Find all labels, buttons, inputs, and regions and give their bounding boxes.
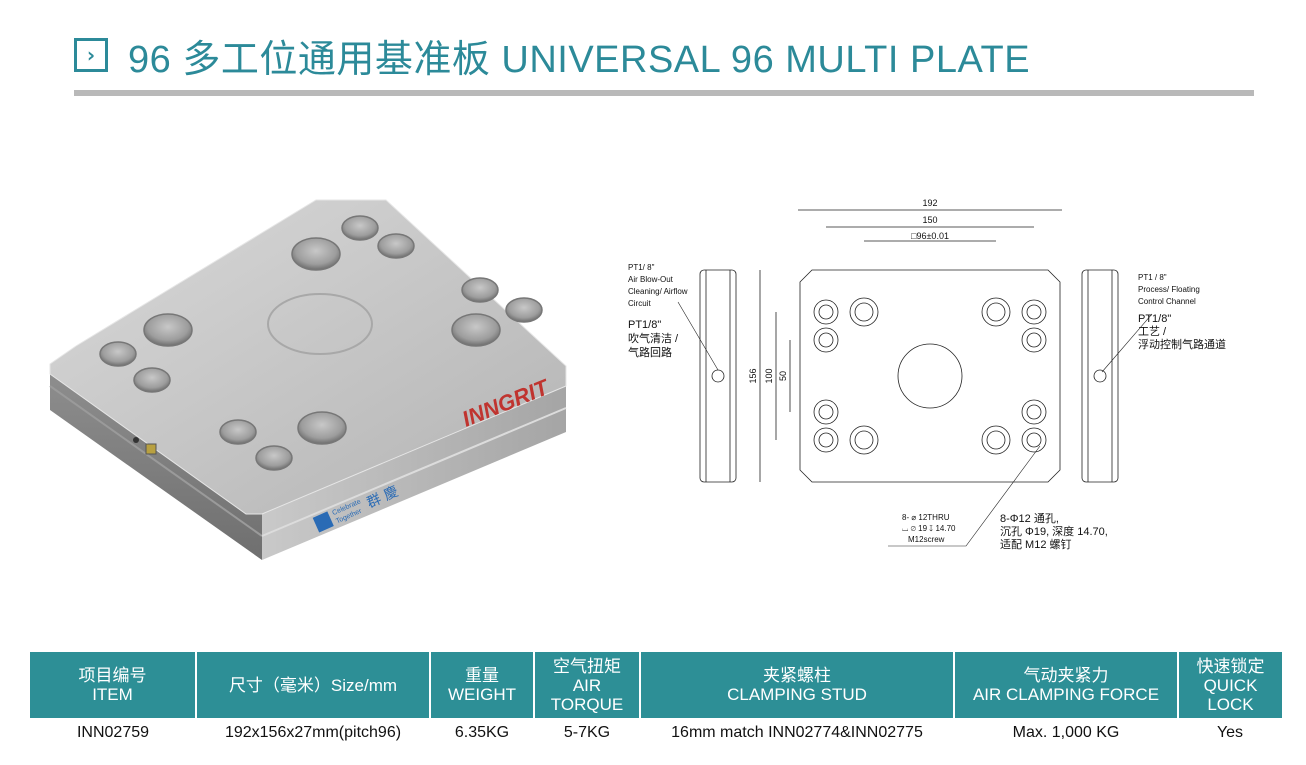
hole-pattern xyxy=(813,297,1047,455)
right-note-cn-3: 浮动控制气路通道 xyxy=(1138,337,1226,351)
cell-air-torque: 5-7KG xyxy=(563,724,611,741)
left-note-3: Cleaning/ Airflow xyxy=(628,287,688,296)
counterbore-holes xyxy=(99,215,543,471)
header-divider xyxy=(74,90,1254,96)
dim-100: 100 xyxy=(764,368,774,383)
cell-item: INN02759 xyxy=(76,724,150,741)
hole-en-3: M12screw xyxy=(908,535,945,544)
product-photo: INNGRIT Celebrate Together 群 慶 xyxy=(49,199,567,560)
right-note-cn-1: PT1/8" xyxy=(1138,313,1171,325)
cell-quick-lock: Yes xyxy=(1216,724,1244,741)
left-note-1: PT1/ 8" xyxy=(628,263,655,272)
page-title: 96 多工位通用基准板 UNIVERSAL 96 MULTI PLATE xyxy=(128,38,1031,81)
left-note-cn-2: 吹气清洁 / xyxy=(628,331,679,345)
left-note-4: Circuit xyxy=(628,299,651,308)
cell-size: 192x156x27mm(pitch96) xyxy=(224,724,402,741)
th-size: 尺寸（毫米）Size/mm xyxy=(196,652,431,718)
right-side-view xyxy=(1081,269,1119,483)
right-note-cn-2: 工艺 / xyxy=(1138,325,1167,338)
page-header: › 96 多工位通用基准板 UNIVERSAL 96 MULTI PLATE xyxy=(74,30,1031,81)
dim-96: □96±0.01 xyxy=(911,231,949,241)
left-note-cn-3: 气路回路 xyxy=(628,345,672,359)
hole-en-2: ⌴ ⌀ 19 ↧ 14.70 xyxy=(902,524,956,533)
front-view-outline xyxy=(799,269,1061,483)
dim-156: 156 xyxy=(748,368,758,383)
right-note-3: Control Channel xyxy=(1138,297,1196,306)
dim-150: 150 xyxy=(922,215,937,225)
chevron-right-box-icon: › xyxy=(74,38,108,72)
plate-top-face xyxy=(49,199,567,515)
dim-50: 50 xyxy=(778,371,788,381)
hole-cn-3: 适配 M12 螺钉 xyxy=(1000,538,1072,551)
right-note-2: Process/ Floating xyxy=(1138,285,1200,294)
hole-en-1: 8- ⌀ 12THRU xyxy=(902,513,950,522)
cell-clamping-stud: 16mm match INN02774&INN02775 xyxy=(671,724,923,741)
table-row: INN02759 192x156x27mm(pitch96) 6.35KG 5-… xyxy=(30,718,1282,748)
hole-cn-2: 沉孔 Φ19, 深度 14.70, xyxy=(1000,524,1108,538)
left-side-view xyxy=(699,269,737,483)
left-note-2: Air Blow-Out xyxy=(628,275,674,284)
left-note-cn-1: PT1/8" xyxy=(628,319,661,331)
badge-icon xyxy=(312,511,334,533)
right-note-1: PT1 / 8" xyxy=(1138,273,1167,282)
hole-cn-1: 8-Φ12 通孔, xyxy=(1000,512,1059,525)
technical-drawing: 192 150 □96±0.01 156 100 50 PT1/ 8" Air … xyxy=(628,198,1226,551)
cell-air-clamping-force: Max. 1,000 KG xyxy=(1012,724,1120,741)
dim-192: 192 xyxy=(922,198,937,208)
cell-weight: 6.35KG xyxy=(454,724,510,741)
center-recess xyxy=(267,293,373,355)
